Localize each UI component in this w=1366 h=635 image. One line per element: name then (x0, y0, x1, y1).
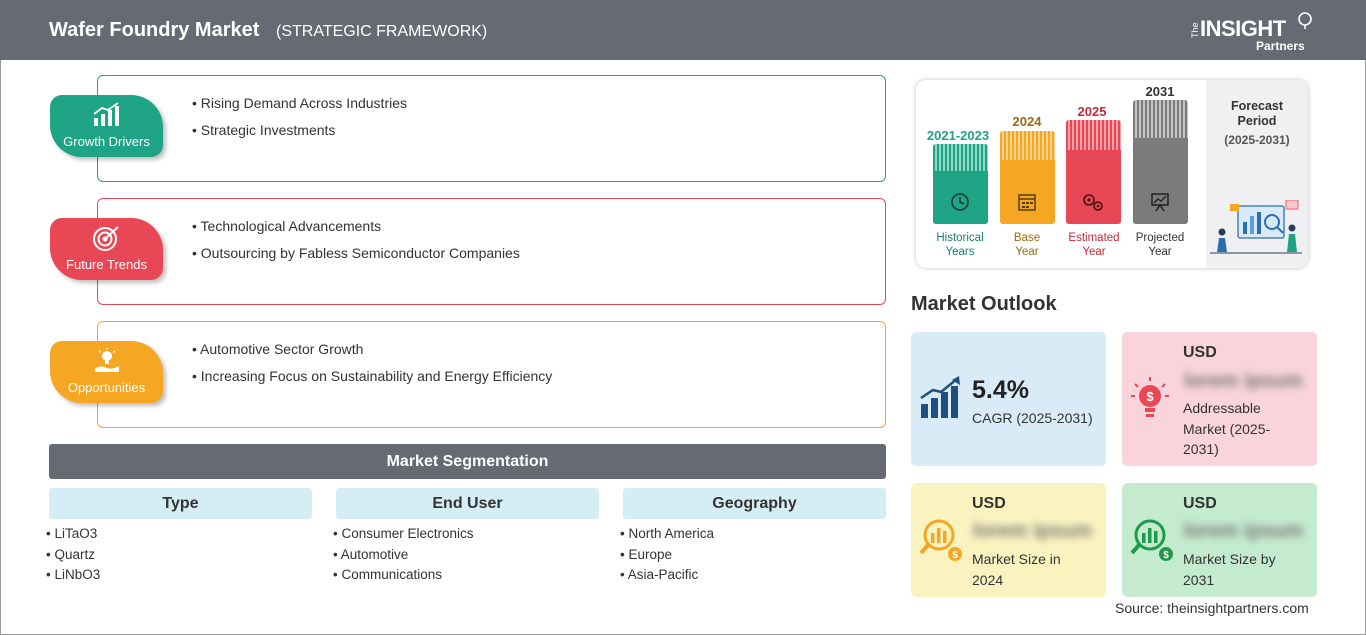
addressable-value-blurred: lorem ipsum (1184, 370, 1303, 392)
segmentation-title: Market Segmentation (49, 444, 886, 479)
addressable-market-box: $ USD lorem ipsum Addressable Market (20… (1122, 332, 1317, 466)
list-item: Automotive (333, 547, 474, 568)
timeline-year-estimated: 2025 (1077, 104, 1107, 119)
tag-label: Opportunities (67, 380, 146, 395)
timeline-bar-estimated (1066, 120, 1121, 224)
logo-bulb-icon (1298, 12, 1312, 29)
addressable-currency: USD (1183, 344, 1217, 361)
logo-insight: INSIGHT (1200, 16, 1286, 41)
timeline-year-base: 2024 (1012, 114, 1042, 129)
calendar-icon (1018, 194, 1036, 211)
timeline-label-historical: Historical Years (936, 232, 984, 258)
growth-drivers-tag: Growth Drivers (50, 95, 163, 157)
forecast-range: (2025-2031) (1224, 133, 1290, 147)
analytics-people-icon (1210, 200, 1302, 254)
list-item: Quartz (46, 547, 100, 568)
list-item: Consumer Electronics (333, 526, 473, 547)
bar-growth-icon (920, 376, 960, 418)
list-item: LiTaO3 (46, 526, 100, 547)
list-item: Rising Demand Across Industries (192, 95, 407, 111)
list-item: Increasing Focus on Sustainability and E… (192, 368, 553, 384)
market-size-2031-box: $ USD lorem ipsum Market Size by 2031 (1122, 483, 1317, 597)
lightbulb-hand-icon (95, 348, 119, 372)
timeline-label-projected: Projected Year (1135, 232, 1185, 258)
size-2024-label: Market Size in 2024 (972, 551, 1061, 588)
target-icon (93, 226, 119, 251)
timeline-year-projected: 2031 (1145, 84, 1175, 99)
list-item: Technological Advancements (192, 218, 520, 234)
insight-partners-logo[interactable]: The INSIGHT Partners (1190, 12, 1320, 54)
size-2031-label: Market Size by 2031 (1183, 551, 1276, 588)
magnifier-chart-icon: $ (919, 519, 962, 561)
header-bar: Wafer Foundry Market (STRATEGIC FRAMEWOR… (0, 0, 1366, 60)
segment-list-geography: North America Europe Asia-Pacific (620, 526, 714, 588)
forecast-period-panel: Forecast Period (2025-2031) (1206, 80, 1308, 268)
timeline-bar-projected (1133, 100, 1188, 224)
opportunities-card: Automotive Sector Growth Increasing Focu… (97, 321, 886, 428)
future-trends-card: Technological Advancements Outsourcing b… (97, 198, 886, 305)
svg-text:$: $ (1163, 550, 1169, 561)
future-trends-list: Technological Advancements Outsourcing b… (192, 218, 520, 272)
growth-chart-icon (93, 102, 119, 126)
svg-text:$: $ (952, 550, 958, 561)
tag-label: Future Trends (66, 257, 147, 272)
svg-text:$: $ (1146, 389, 1154, 404)
list-item: Communications (333, 567, 474, 588)
list-item: Outsourcing by Fabless Semiconductor Com… (192, 245, 520, 261)
segment-heading-end-user: End User (336, 488, 599, 519)
page-title: Wafer Foundry Market (49, 19, 260, 41)
timeline-panel: 2021-2023 Historical Years 2024 Base Yea… (916, 80, 1308, 268)
forecast-title: Forecast Period (1230, 99, 1284, 128)
list-item: Strategic Investments (192, 122, 407, 138)
page-subtitle: (STRATEGIC FRAMEWORK) (276, 23, 488, 40)
history-clock-icon (951, 193, 969, 211)
tag-label: Growth Drivers (63, 134, 150, 149)
magnifier-chart-icon: $ (1130, 519, 1173, 561)
source-text: Source: theinsightpartners.com (1115, 600, 1309, 616)
segment-list-type: LiTaO3 Quartz LiNbO3 (46, 526, 100, 588)
list-item: Asia-Pacific (620, 567, 714, 588)
timeline-label-estimated: Estimated Year (1068, 232, 1120, 258)
list-item: North America (620, 526, 714, 547)
growth-drivers-card: Rising Demand Across Industries Strategi… (97, 75, 886, 182)
addressable-label: Addressable Market (2025- 2031) (1183, 400, 1271, 457)
list-item: LiNbO3 (46, 567, 100, 588)
cagr-box: 5.4% CAGR (2025-2031) (911, 332, 1106, 466)
segment-heading-geography: Geography (623, 488, 886, 519)
opportunities-list: Automotive Sector Growth Increasing Focu… (192, 341, 552, 395)
timeline-bar-base (1000, 131, 1055, 224)
logo-partners: Partners (1256, 39, 1305, 53)
segment-list-end-user: Consumer Electronics Automotive Communic… (333, 526, 474, 588)
timeline-year-historical: 2021-2023 (926, 128, 990, 143)
size-2024-currency: USD (972, 495, 1006, 512)
growth-drivers-list: Rising Demand Across Industries Strategi… (192, 95, 407, 149)
size-2024-value-blurred: lorem ipsum (973, 520, 1092, 542)
size-2031-currency: USD (1183, 495, 1217, 512)
market-outlook-title: Market Outlook (911, 293, 1057, 315)
cagr-value: 5.4% (972, 376, 1029, 404)
future-trends-tag: Future Trends (50, 218, 163, 280)
timeline-label-base: Base Year (1013, 232, 1041, 258)
segment-heading-type: Type (49, 488, 312, 519)
list-item: Europe (620, 547, 714, 568)
list-item: Automotive Sector Growth (192, 341, 552, 357)
timeline-bar-historical (933, 144, 988, 224)
size-2031-value-blurred: lorem ipsum (1184, 520, 1303, 542)
cagr-label: CAGR (2025-2031) (972, 410, 1093, 426)
presentation-icon (1151, 193, 1169, 212)
gears-icon (1083, 194, 1103, 211)
opportunities-tag: Opportunities (50, 341, 163, 403)
idea-dollar-icon: $ (1131, 377, 1169, 417)
market-size-2024-box: $ USD lorem ipsum Market Size in 2024 (911, 483, 1106, 597)
logo-the: The (1190, 22, 1200, 38)
